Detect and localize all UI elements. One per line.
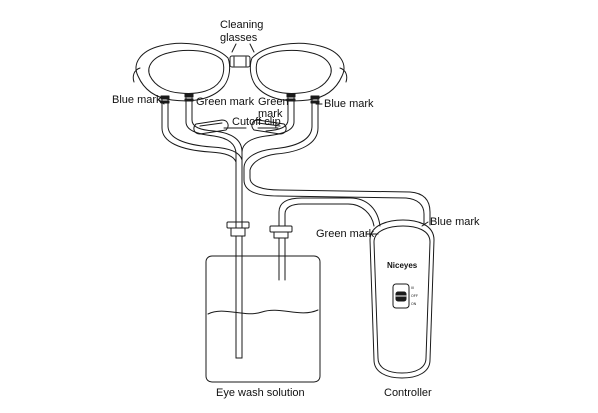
label-cleaning-glasses-2: glasses [220,32,258,44]
controller-switch-pos-3: ON [411,302,417,306]
left-lens [148,49,225,94]
right-strap-stub [339,67,348,83]
left-frame-outer [135,42,231,102]
blue-marker-right [310,95,320,100]
liquid-surface [207,309,319,315]
label-green-mark-left: Green mark [196,96,255,108]
right-cap [269,225,293,233]
green-marker-right [286,93,296,98]
label-green-mark-right-1: Green [258,96,289,108]
cleaning-glasses [132,42,348,102]
controller-body [369,219,435,379]
controller-switch-pos-1: III [411,286,414,290]
label-controller: Controller [384,387,432,399]
green-marker-left [184,93,194,98]
label-cleaning-glasses-1: Cleaning [220,19,263,31]
right-lens [255,49,332,94]
right-frame-outer [249,42,345,102]
bottle-body [205,255,321,383]
controller-feed-tube [278,197,381,227]
label-eye-wash-solution: Eye wash solution [216,387,305,399]
left-strap-stub [132,67,141,83]
cutoff-clip-left [193,119,229,135]
cutoff-clips [193,119,287,135]
label-blue-mark-left: Blue mark [112,94,162,106]
left-inner-tube [185,97,215,137]
controller-switch-slot [392,283,410,309]
merge-tube [213,135,237,229]
cutoff-clip-right [251,119,287,135]
controller-brand-text: Niceyes [387,261,418,270]
leader-lines [157,43,429,235]
label-green-mark-controller: Green mark [316,228,375,240]
label-green-mark-right-2: mark [258,108,283,120]
label-blue-mark-controller: Blue mark [430,216,480,228]
label-blue-mark-right: Blue mark [324,98,374,110]
left-cap [226,221,250,229]
right-outer-tube [249,95,431,226]
eye-wash-bottle [205,221,321,383]
controller-switch-pos-2: OFF [411,294,418,298]
tube-markers [160,93,320,104]
controller-device [369,219,435,379]
goggle-tubes [161,95,431,229]
left-outer-tube [161,95,237,163]
label-cutoff-clip: Cutoff clip [232,116,281,128]
blue-marker-left [160,95,170,100]
nose-bridge [229,55,251,68]
right-inner-tube [265,97,295,137]
